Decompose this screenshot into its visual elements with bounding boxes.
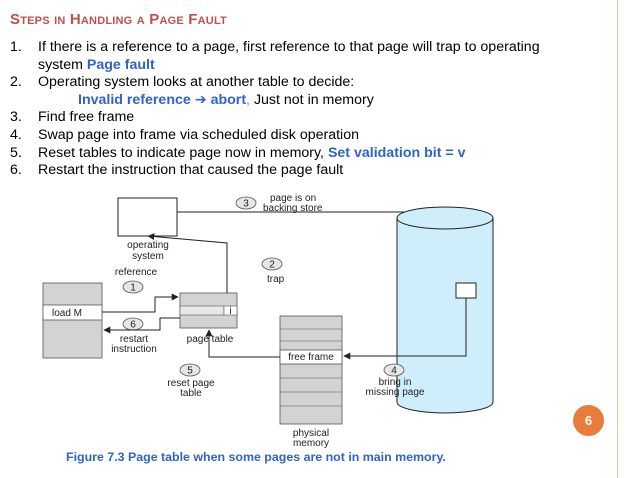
bullet-text: Reset tables to indicate page now in mem… — [38, 144, 328, 161]
restart-label-line1: restart — [120, 334, 149, 345]
step-2-badge — [261, 257, 283, 271]
missing-page-on-disk — [455, 282, 477, 299]
os-label-line1: operating — [127, 240, 169, 251]
step-5-badge — [179, 363, 201, 377]
page-table-label: page table — [187, 334, 234, 345]
bullet-4: 4. Swap page into frame via scheduled dis… — [10, 127, 610, 145]
reset-label-line2: table — [180, 388, 202, 399]
bullet-text: system — [38, 56, 87, 73]
free-frame-label: free frame — [288, 352, 334, 363]
page-table-entry — [179, 305, 225, 316]
bullet-number: 4. — [10, 126, 22, 143]
reference-arrow — [102, 293, 179, 313]
physical-memory — [279, 315, 343, 425]
bullet-2: 2. Operating system looks at another tabl… — [10, 74, 610, 92]
bullet-number: 1. — [10, 39, 22, 55]
step-3-badge — [235, 196, 257, 210]
backing-label-line1: page is on — [270, 193, 316, 204]
slide-title: Steps in Handling a Page Fault — [10, 11, 227, 28]
bullet-text: Swap page into frame via scheduled disk … — [38, 126, 359, 143]
bullet-2-sub: Invalid reference ➔ abort, Just not in m… — [10, 92, 610, 110]
bullet-number: 3. — [10, 109, 22, 126]
arrow-right-icon: ➔ — [194, 91, 207, 108]
invalid-bit-label: i — [229, 306, 231, 317]
reset-table-arrow — [205, 329, 280, 358]
page-number-badge: 6 — [573, 405, 604, 436]
invalid-reference-highlight: Invalid reference — [78, 91, 191, 108]
step-1-number: 1 — [130, 283, 136, 294]
step-5-number: 5 — [187, 366, 193, 377]
bullet-list: 1. If there is a reference to a page, fir… — [10, 39, 610, 180]
restart-label-line2: instruction — [111, 344, 157, 355]
physical-memory-label-line1: physical — [293, 428, 329, 439]
abort-highlight: abort — [210, 91, 247, 108]
bullet-text: Find free frame — [38, 109, 135, 126]
comma-separator: , — [246, 91, 250, 108]
load-m-label: load M — [52, 308, 82, 319]
bullet-text: Operating system looks at another table … — [38, 74, 355, 91]
step-6-number: 6 — [130, 320, 136, 331]
step-2-number: 2 — [269, 260, 275, 271]
restart-arrow — [103, 317, 180, 334]
process-area — [42, 282, 103, 359]
figure-caption: Figure 7.3 Page table when some pages ar… — [66, 450, 446, 464]
bullet-5: 5. Reset tables to indicate page now in m… — [10, 145, 610, 163]
bullet-1-continued: system Page fault — [10, 57, 610, 75]
page-table-valid-bit — [223, 305, 238, 316]
backing-store-disk-top — [396, 206, 494, 230]
reset-label-line1: reset page — [167, 378, 215, 389]
slide-edge-rule — [617, 0, 618, 478]
step-4-badge — [383, 363, 405, 377]
step-3-number: 3 — [243, 199, 249, 210]
validation-bit-highlight: Set validation bit = v — [327, 144, 466, 161]
bullet-text: Just not in memory — [250, 91, 374, 108]
bullet-3: 3. Find free frame — [10, 109, 610, 127]
backing-label-line2: backing store — [263, 203, 323, 214]
trap-arrow — [147, 233, 228, 293]
operating-system-box — [117, 197, 178, 237]
bullet-number: 5. — [10, 144, 22, 161]
bullet-6: 6. Restart the instruction that caused th… — [10, 162, 610, 180]
bullet-text: If there is a reference to a page, first… — [38, 39, 540, 55]
backing-store-disk — [396, 218, 494, 414]
page-fault-highlight: Page fault — [86, 56, 155, 73]
bring-in-arrow — [343, 298, 467, 360]
reference-label: reference — [115, 267, 158, 278]
os-label-line2: system — [132, 251, 164, 262]
step-4-number: 4 — [391, 366, 397, 377]
bullet-number: 2. — [10, 74, 22, 91]
bullet-number: 6. — [10, 162, 22, 179]
bullet-text: Restart the instruction that caused the … — [38, 162, 344, 179]
bring-in-label-line1: bring in — [379, 377, 412, 388]
trap-label: trap — [267, 274, 285, 285]
physical-memory-label-line2: memory — [293, 438, 329, 449]
step-1-badge — [122, 280, 144, 294]
bullet-1: 1. If there is a reference to a page, fir… — [10, 39, 610, 57]
bring-in-label-line2: missing page — [366, 387, 425, 398]
